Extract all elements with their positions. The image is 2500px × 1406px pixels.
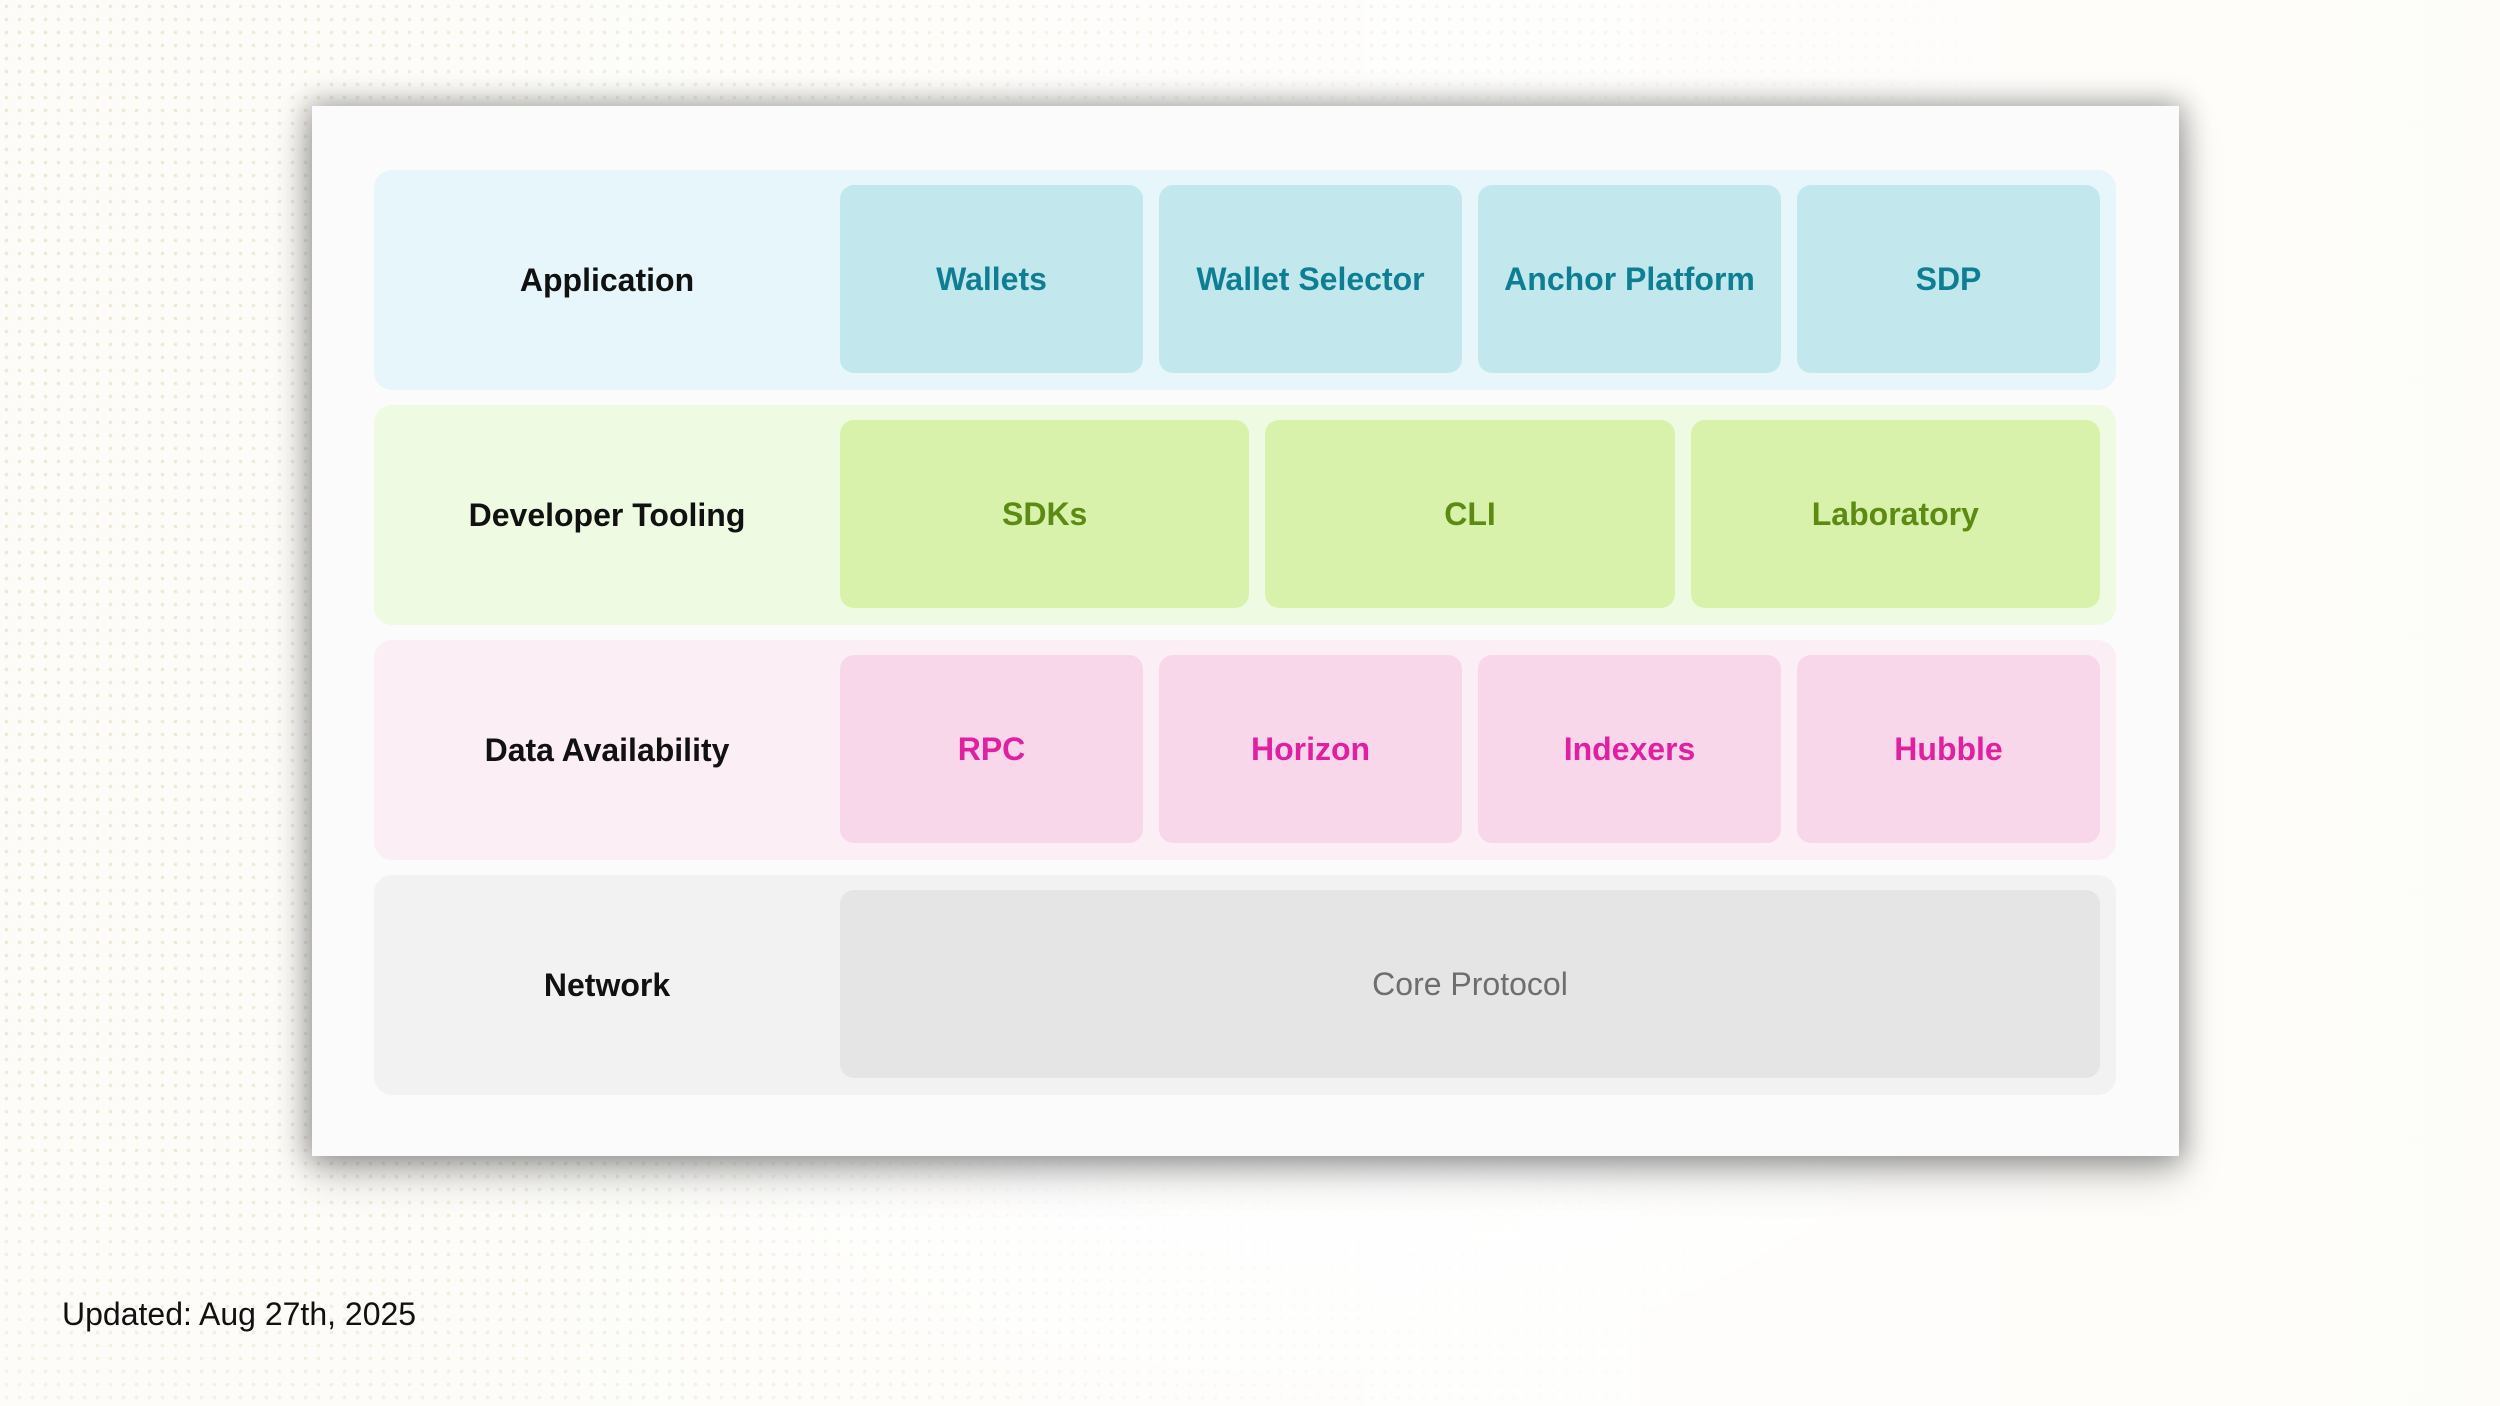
layer-label-network: Network (543, 966, 671, 1003)
layer-application: Application Wallets Wallet Selector Anch… (374, 170, 2116, 390)
layer-components-application: Wallets Wallet Selector Anchor Platform … (840, 185, 2100, 373)
layer-label-developer-tooling: Developer Tooling (468, 496, 746, 533)
stack-diagram: Application Wallets Wallet Selector Anch… (312, 106, 2179, 1156)
component-cli: CLI (1265, 420, 1675, 608)
updated-date: Updated: Aug 27th, 2025 (62, 1296, 417, 1332)
layer-developer-tooling: Developer Tooling SDKs CLI Laboratory (374, 405, 2116, 625)
layer-components-developer-tooling: SDKs CLI Laboratory (840, 420, 2100, 608)
component-laboratory: Laboratory (1690, 420, 2100, 608)
component-core-protocol: Core Protocol (840, 890, 2100, 1078)
component-wallets: Wallets (840, 185, 1143, 373)
component-hubble: Hubble (1797, 655, 2100, 843)
layer-label-data-availability: Data Availability (484, 731, 730, 768)
layer-components-network: Core Protocol (840, 890, 2100, 1078)
layer-components-data-availability: RPC Horizon Indexers Hubble (840, 655, 2100, 843)
layer-label-application: Application (519, 261, 695, 298)
layer-data-availability: Data Availability RPC Horizon Indexers H… (374, 640, 2116, 860)
component-horizon: Horizon (1159, 655, 1462, 843)
component-rpc: RPC (840, 655, 1143, 843)
component-anchor-platform: Anchor Platform (1478, 185, 1781, 373)
component-sdks: SDKs (840, 420, 1250, 608)
component-indexers: Indexers (1478, 655, 1781, 843)
layer-network: Network Core Protocol (374, 875, 2116, 1095)
component-wallet-selector: Wallet Selector (1159, 185, 1462, 373)
component-sdp: SDP (1797, 185, 2100, 373)
